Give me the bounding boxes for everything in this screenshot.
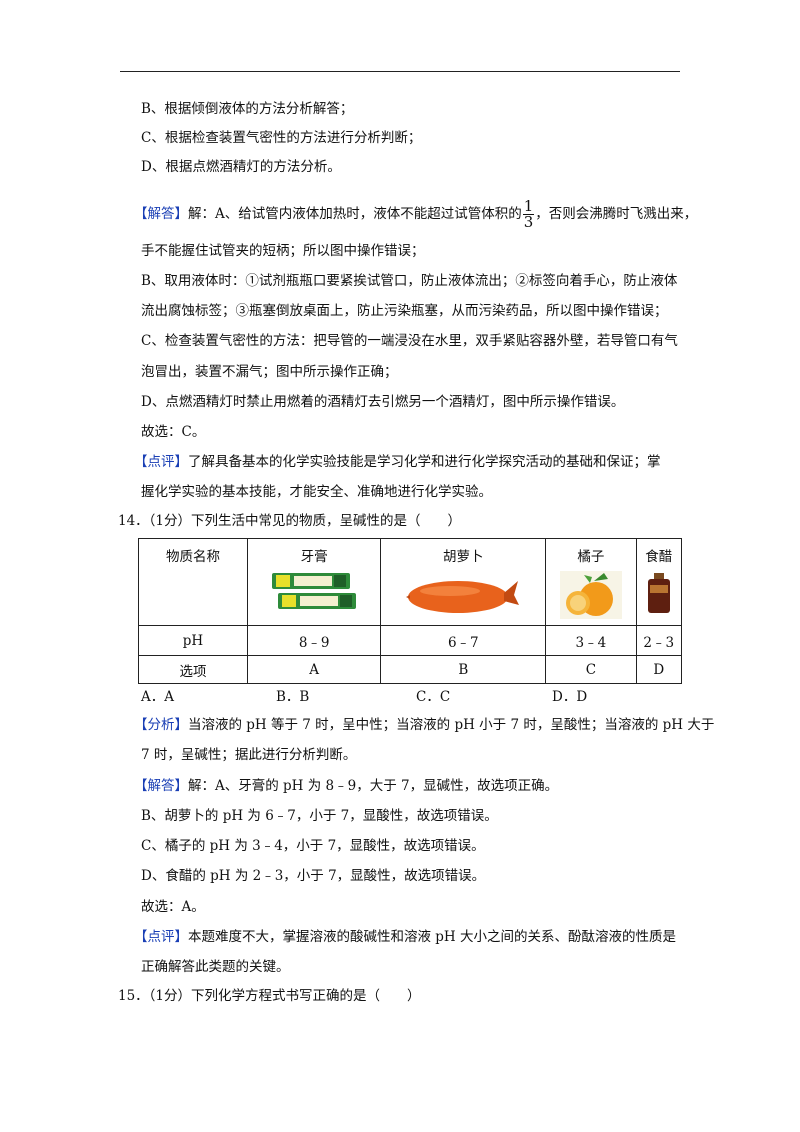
analysis-line-c: C、根据检查装置气密性的方法进行分析判断；: [141, 130, 422, 146]
answer-option-a[interactable]: A．A: [141, 689, 174, 705]
answer-tag: 【解答】: [134, 206, 188, 222]
answer-line-b2: 流出腐蚀标签；③瓶塞倒放桌面上，防止污染瓶塞，从而污染药品，所以图中操作错误；: [141, 303, 668, 319]
review-text-1: 本题难度不大，掌握溶液的酸碱性和溶液 pH 大小之间的关系、酚酞溶液的性质是: [188, 929, 676, 945]
q14-answer-line-d: D、食醋的 pH 为 2﹣3，小于 7，显酸性，故选项错误。: [141, 868, 486, 884]
q14-analysis-line-1: 【分析】当溶液的 pH 等于 7 时，呈中性；当溶液的 pH 小于 7 时，呈酸…: [134, 715, 714, 735]
option-value: A: [246, 655, 382, 684]
review-line-1: 【点评】了解具备基本的化学实验技能是学习化学和进行化学探究活动的基础和保证；掌: [134, 452, 661, 472]
question-15-stem: 15．（1分）下列化学方程式书写正确的是（ ）: [118, 988, 421, 1004]
q14-analysis-line-2: 7 时，呈碱性；据此进行分析判断。: [141, 747, 357, 763]
q14-review-line-1: 【点评】本题难度不大，掌握溶液的酸碱性和溶液 pH 大小之间的关系、酚酞溶液的性…: [134, 927, 676, 947]
answer-choose: 故选：C。: [141, 424, 206, 440]
answer-tag: 【解答】: [134, 778, 188, 794]
answer-line-b1: B、取用液体时：①试剂瓶瓶口要紧挨试管口，防止液体流出；②标签向着手心，防止液体: [141, 273, 678, 289]
answer-option-c[interactable]: C．C: [416, 689, 451, 705]
header-orange-label: 橘子: [577, 549, 605, 565]
fraction-denominator: 3: [523, 213, 534, 231]
table-header-toothpaste: 牙膏: [246, 538, 382, 626]
review-line-2: 握化学实验的基本技能，才能安全、准确地进行化学实验。: [141, 484, 492, 500]
ph-table: 物质名称 牙膏 胡萝卜 橘子: [138, 538, 683, 684]
analysis-tag: 【分析】: [134, 717, 188, 733]
answer-line-a2: 手不能握住试管夹的短柄；所以图中操作错误；: [141, 243, 425, 259]
table-header-name: 物质名称: [138, 538, 248, 626]
carrot-image: [406, 581, 520, 613]
q14-answer-line-c: C、橘子的 pH 为 3﹣4，小于 7，显酸性，故选项错误。: [141, 838, 485, 854]
toothpaste-image: [272, 573, 357, 609]
answer-line-c2: 泡冒出，装置不漏气；图中所示操作正确；: [141, 364, 398, 380]
option-value: C: [545, 655, 637, 684]
q14-choose: 故选：A。: [141, 899, 205, 915]
analysis-text-1: 当溶液的 pH 等于 7 时，呈中性；当溶液的 pH 小于 7 时，呈酸性；当溶…: [188, 717, 715, 733]
answer-option-d[interactable]: D．D: [552, 689, 588, 705]
option-row-label: 选项: [138, 655, 248, 684]
ph-value: 2﹣3: [635, 625, 683, 656]
review-text-1: 了解具备基本的化学实验技能是学习化学和进行化学探究活动的基础和保证；掌: [188, 454, 661, 470]
review-tag: 【点评】: [134, 454, 188, 470]
analysis-line-b: B、根据倾倒液体的方法分析解答；: [141, 101, 354, 117]
answer-option-b[interactable]: B．B: [276, 689, 310, 705]
option-value: D: [635, 655, 683, 684]
header-vinegar-label: 食醋: [645, 549, 673, 565]
header-label: 物质名称: [166, 549, 220, 565]
q14-review-line-2: 正确解答此类题的关键。: [141, 959, 290, 975]
option-value: B: [380, 655, 547, 684]
answer-text-a: 解：A、牙膏的 pH 为 8﹣9，大于 7，显碱性，故选项正确。: [188, 778, 559, 794]
review-tag: 【点评】: [134, 929, 188, 945]
answer-line-d: D、点燃酒精灯时禁止用燃着的酒精灯去引燃另一个酒精灯，图中所示操作错误。: [141, 394, 625, 410]
answer-a-pre: 解：A、给试管内液体加热时，液体不能超过试管体积的: [188, 206, 522, 222]
analysis-line-d: D、根据点燃酒精灯的方法分析。: [141, 159, 341, 175]
header-toothpaste-label: 牙膏: [300, 549, 328, 565]
header-rule: [120, 71, 680, 72]
table-header-orange: 橘子: [545, 538, 637, 626]
q14-answer-line-a: 【解答】解：A、牙膏的 pH 为 8﹣9，大于 7，显碱性，故选项正确。: [134, 776, 558, 796]
answer-a-post: ，否则会沸腾时飞溅出来，: [535, 206, 698, 222]
table-header-vinegar: 食醋: [635, 538, 683, 626]
answer-line-c1: C、检查装置气密性的方法：把导管的一端浸没在水里，双手紧贴容器外壁，若导管口有气: [141, 333, 678, 349]
ph-value: 3﹣4: [545, 625, 637, 656]
header-carrot-label: 胡萝卜: [443, 549, 484, 565]
ph-value: 8﹣9: [246, 625, 382, 656]
ph-row-label: pH: [138, 625, 248, 656]
fraction-numerator: 1: [522, 197, 535, 215]
question-14-stem: 14．（1分）下列生活中常见的物质，呈碱性的是（ ）: [118, 513, 462, 529]
vinegar-image: [647, 573, 670, 613]
ph-value: 6﹣7: [380, 625, 547, 656]
orange-image: [559, 571, 622, 619]
table-header-carrot: 胡萝卜: [380, 538, 547, 626]
q14-answer-line-b: B、胡萝卜的 pH 为 6﹣7，小于 7，显酸性，故选项错误。: [141, 808, 498, 824]
